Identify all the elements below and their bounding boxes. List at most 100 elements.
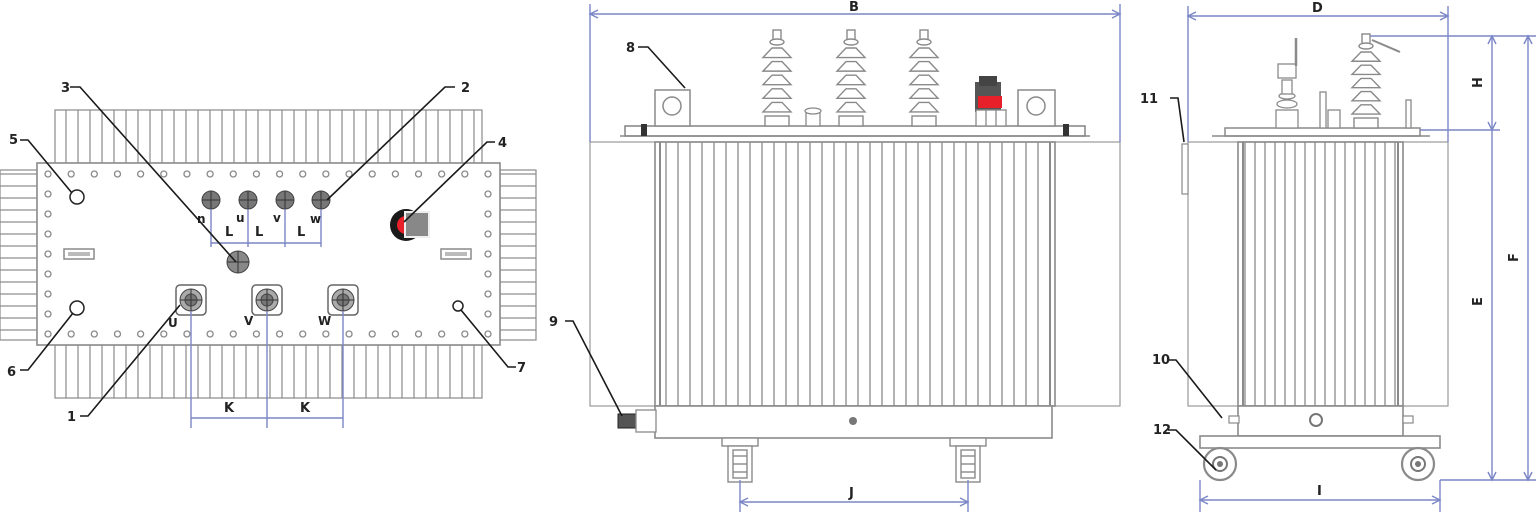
front-lifting-lug-left	[654, 89, 691, 127]
cover-bolt	[113, 170, 122, 178]
tank-cover	[36, 162, 501, 346]
side-wheel-left	[1202, 446, 1238, 482]
hv-spacing-label-1: K	[224, 401, 235, 416]
wheel-spacing-label: J	[848, 486, 854, 501]
wheel-spacing-dimension	[738, 480, 970, 512]
front-base-bolt	[849, 417, 857, 425]
height-dimensions	[1370, 34, 1536, 482]
side-thermometer	[1319, 91, 1412, 129]
cover-bolt	[484, 250, 492, 258]
callout-10: 10	[1152, 353, 1170, 368]
front-lifting-lug-right	[1017, 89, 1056, 127]
cover-bolt	[229, 170, 237, 178]
cover-bolt	[299, 330, 307, 338]
front-wheels	[721, 437, 987, 483]
depth-dimension	[1186, 6, 1450, 142]
radiator-fins-bottom	[54, 344, 483, 399]
cover-bolt	[44, 170, 52, 178]
hv-bushing-V	[251, 284, 283, 316]
side-valve-right	[1402, 415, 1414, 424]
tap-changer	[226, 250, 250, 274]
cover-bolt	[44, 330, 52, 338]
cover-bolt	[206, 330, 214, 338]
pressure-relief-hole	[452, 300, 464, 312]
lv-spacing-label-1: L	[225, 225, 233, 240]
wheel-track-dimension	[1198, 480, 1442, 512]
drain-valve	[617, 409, 657, 433]
hv-spacing-dimension	[190, 311, 344, 428]
cover-bolt	[44, 230, 52, 238]
cover-bolt	[44, 270, 52, 278]
cover-bolts	[44, 170, 492, 338]
cover-bolt	[252, 330, 261, 338]
radiator-fins-left	[0, 169, 39, 341]
cover-bolt	[484, 270, 492, 278]
front-cover-clamp-left	[641, 124, 647, 136]
callout-9: 9	[549, 315, 558, 330]
lv-spacing-label-3: L	[297, 225, 305, 240]
lv-spacing-label-2: L	[255, 225, 263, 240]
depth-dimension-label: D	[1312, 1, 1323, 16]
lv-terminal-label-u: u	[236, 211, 245, 225]
porcelain-bushing	[761, 29, 793, 127]
hv-terminal-label-U: U	[168, 316, 178, 330]
callout-1: 1	[67, 410, 76, 425]
cover-bolt	[391, 170, 400, 178]
cover-bolt	[183, 330, 191, 338]
cover-bolt	[44, 190, 52, 198]
bushing-height-label: H	[1471, 77, 1486, 88]
front-wheel	[949, 437, 987, 483]
cover-bolt	[90, 330, 98, 338]
cover-bolt	[484, 290, 492, 298]
front-breather	[804, 107, 822, 127]
side-base-ring	[1309, 413, 1323, 427]
callout-3: 3	[61, 81, 70, 96]
cover-bolt	[136, 330, 145, 338]
cover-bolt	[438, 330, 446, 338]
lv-bushing-n	[201, 190, 221, 210]
radiator-fins-top	[54, 109, 483, 165]
front-tank-fins	[654, 141, 1056, 407]
cover-bolt	[484, 170, 492, 178]
rating-plate	[1181, 143, 1189, 195]
cover-bolt	[90, 170, 98, 178]
cover-bolt	[206, 170, 214, 178]
porcelain-bushing	[1350, 33, 1382, 129]
cover-bolt	[183, 170, 191, 178]
cover-bolt	[275, 330, 284, 338]
front-oil-level-indicator	[975, 76, 1007, 127]
cover-bolt	[484, 230, 492, 238]
cover-bolt	[461, 170, 469, 178]
cover-bolt	[414, 170, 423, 178]
hv-bushing-W	[327, 284, 359, 316]
side-hv-bushing	[1350, 33, 1401, 129]
cover-bolt	[229, 330, 237, 338]
lifting-lug-left-slot	[68, 252, 90, 256]
lv-bushing-v	[275, 190, 295, 210]
hv-bushing-U	[175, 284, 207, 316]
lv-spacing-dimension	[210, 209, 322, 247]
filling-hole	[69, 189, 85, 205]
cover-bolt	[322, 330, 330, 338]
radiator-fins-right	[499, 169, 537, 341]
cover-bolt	[44, 310, 52, 318]
cover-bolt	[160, 330, 168, 338]
cover-bolt	[67, 170, 75, 178]
lv-bushing-u	[238, 190, 258, 210]
porcelain-bushing	[908, 29, 940, 127]
front-cover-clamp-right	[1063, 124, 1069, 136]
cover-bolt	[484, 330, 492, 338]
width-dimension-label: B	[849, 0, 859, 15]
cover-bolt	[438, 170, 446, 178]
cover-bolt	[484, 190, 492, 198]
front-wheel	[721, 437, 759, 483]
lifting-lug-right-slot	[445, 252, 467, 256]
front-view: B J 8 9	[549, 0, 1122, 512]
cover-bolt	[160, 170, 168, 178]
wheel-track-label: I	[1317, 484, 1322, 499]
side-view-leaders	[1168, 97, 1223, 471]
lv-terminal-label-w: w	[310, 212, 321, 226]
side-lv-bushing	[1275, 38, 1299, 129]
